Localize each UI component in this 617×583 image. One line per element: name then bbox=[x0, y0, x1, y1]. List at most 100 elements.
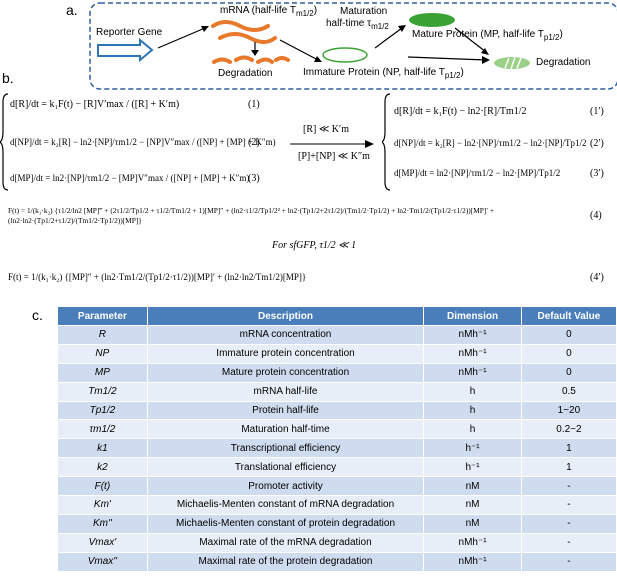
mrna-strand-1 bbox=[211, 20, 270, 32]
panel-a-dashed-box bbox=[89, 2, 617, 90]
label-degradation-mrna: Degradation bbox=[218, 68, 273, 79]
header-parameter: Parameter bbox=[58, 307, 148, 326]
equation-2-prime-number: (2′) bbox=[590, 138, 604, 149]
panel-a-diagram bbox=[89, 2, 617, 90]
right-system-brace bbox=[382, 93, 391, 191]
description-cell: Maturation half-time bbox=[147, 419, 425, 439]
header-default-value: Default Value bbox=[521, 307, 617, 326]
default-value-cell: 1~20 bbox=[521, 400, 617, 420]
description-cell: Promoter activity bbox=[147, 476, 425, 496]
equation-4-number: (4) bbox=[590, 210, 602, 221]
equation-1-number: (1) bbox=[248, 99, 260, 110]
default-value-cell: 0.2~2 bbox=[521, 419, 617, 439]
description-cell: Mature protein concentration bbox=[147, 362, 425, 383]
header-dimension: Dimension bbox=[423, 307, 522, 326]
sfgfp-condition: For sfGFP, τ1/2 ≪ 1 bbox=[272, 240, 357, 251]
default-value-cell: 0 bbox=[521, 362, 617, 383]
param-cell: k2 bbox=[58, 457, 148, 477]
default-value-cell: - bbox=[521, 513, 617, 534]
mature-protein-shape bbox=[409, 13, 455, 27]
table-header-row: Parameter Description Dimension Default … bbox=[58, 307, 617, 326]
immature-protein-shape bbox=[322, 47, 368, 63]
description-cell: Michaelis-Menten constant of mRNA degrad… bbox=[147, 495, 425, 515]
description-cell: Transcriptional efficiency bbox=[147, 438, 425, 458]
description-cell: Protein half-life bbox=[147, 400, 425, 420]
description-cell: Michaelis-Menten constant of protein deg… bbox=[147, 513, 425, 534]
default-value-cell: 1 bbox=[521, 457, 617, 477]
param-cell: Vmax'' bbox=[58, 551, 148, 571]
dimension-cell: nMh⁻¹ bbox=[423, 532, 522, 553]
equation-1-prime-number: (1′) bbox=[590, 106, 604, 117]
dimension-cell: h⁻¹ bbox=[423, 457, 522, 477]
description-cell: mRNA half-life bbox=[147, 381, 425, 402]
description-cell: Maximal rate of the protein degradation bbox=[147, 551, 425, 571]
dimension-cell: h bbox=[423, 400, 522, 420]
dimension-cell: nMh⁻¹ bbox=[423, 325, 522, 345]
default-value-cell: 0 bbox=[521, 325, 617, 345]
dimension-cell: h bbox=[423, 381, 522, 402]
param-cell: Km'' bbox=[58, 513, 148, 534]
left-system-brace bbox=[0, 93, 9, 191]
parameter-table: Parameter Description Dimension Default … bbox=[58, 307, 617, 571]
dimension-cell: nM bbox=[423, 495, 522, 515]
param-cell: Tp1/2 bbox=[58, 400, 148, 420]
description-cell: Maximal rate of the mRNA degradation bbox=[147, 532, 425, 553]
default-value-cell: 0 bbox=[521, 343, 617, 364]
description-cell: Translational efficiency bbox=[147, 457, 425, 477]
panel-a-label: a. bbox=[66, 2, 78, 18]
table-row: Vmax'Maximal rate of the mRNA degradatio… bbox=[58, 532, 617, 553]
label-reporter-gene: Reporter Gene bbox=[96, 27, 163, 38]
degraded-mrna-fragments bbox=[212, 55, 290, 64]
table-row: Km'Michaelis-Menten constant of mRNA deg… bbox=[58, 495, 617, 515]
default-value-cell: - bbox=[521, 532, 617, 553]
equation-1-prime: d[R]/dt = k₁F(t) − ln2·[R]/Tm1/2 bbox=[394, 106, 527, 117]
equation-1: d[R]/dt = k₁F(t) − [R]V′max / ([R] + K′m… bbox=[10, 99, 180, 110]
dimension-cell: nM bbox=[423, 513, 522, 534]
dimension-cell: h⁻¹ bbox=[423, 438, 522, 458]
default-value-cell: - bbox=[521, 495, 617, 515]
dimension-cell: h bbox=[423, 419, 522, 439]
default-value-cell: - bbox=[521, 476, 617, 496]
label-maturation: Maturation half-time τm1/2 bbox=[326, 6, 389, 31]
param-cell: k1 bbox=[58, 438, 148, 458]
label-immature-protein: Immature Protein (NP, half-life Tp1/2) bbox=[303, 67, 464, 80]
condition-1: [R] ≪ K′m bbox=[303, 124, 349, 135]
equation-4-prime: F(t) = 1/(k₁·k₂) {[MP]″ + (ln2·Tm1/2/(Tp… bbox=[8, 272, 307, 282]
description-cell: mRNA concentration bbox=[147, 325, 425, 345]
default-value-cell: 1 bbox=[521, 438, 617, 458]
arrow-gene-to-mrna bbox=[157, 27, 206, 49]
equation-3-prime: d[MP]/dt = ln2·[NP]/τm1/2 − ln2·[MP]/Tp1… bbox=[394, 168, 561, 178]
dimension-cell: nM bbox=[423, 476, 522, 496]
equation-3: d[MP]/dt = ln2·[NP]/τm1/2 − [MP]V″max / … bbox=[10, 173, 250, 183]
equation-2-prime: d[NP]/dt = k₂[R] − ln2·[NP]/τm1/2 − ln2·… bbox=[394, 138, 587, 148]
param-cell: Km' bbox=[58, 495, 148, 515]
table-row: Km''Michaelis-Menten constant of protein… bbox=[58, 513, 617, 534]
header-description: Description bbox=[147, 307, 425, 326]
description-cell: Immature protein concentration bbox=[147, 343, 425, 364]
param-cell: τm1/2 bbox=[58, 419, 148, 439]
param-cell: Tm1/2 bbox=[58, 381, 148, 402]
equation-3-prime-number: (3′) bbox=[590, 168, 604, 179]
panel-c-label: c. bbox=[32, 307, 43, 323]
param-cell: R bbox=[58, 325, 148, 345]
mrna-strand-2 bbox=[218, 32, 277, 44]
panel-b-label: b. bbox=[2, 70, 14, 86]
equation-2-number: (2) bbox=[248, 137, 260, 148]
param-cell: MP bbox=[58, 362, 148, 383]
label-mature-protein: Mature Protein (MP, half-life Tp1/2) bbox=[412, 29, 563, 42]
equation-2: d[NP]/dt = k₂[R] − ln2·[NP]/τm1/2 − [NP]… bbox=[10, 137, 276, 147]
param-cell: Vmax' bbox=[58, 532, 148, 553]
param-cell: F(t) bbox=[58, 476, 148, 496]
dimension-cell: nMh⁻¹ bbox=[423, 343, 522, 364]
reporter-gene-arrow bbox=[97, 37, 154, 63]
dimension-cell: nMh⁻¹ bbox=[423, 362, 522, 383]
